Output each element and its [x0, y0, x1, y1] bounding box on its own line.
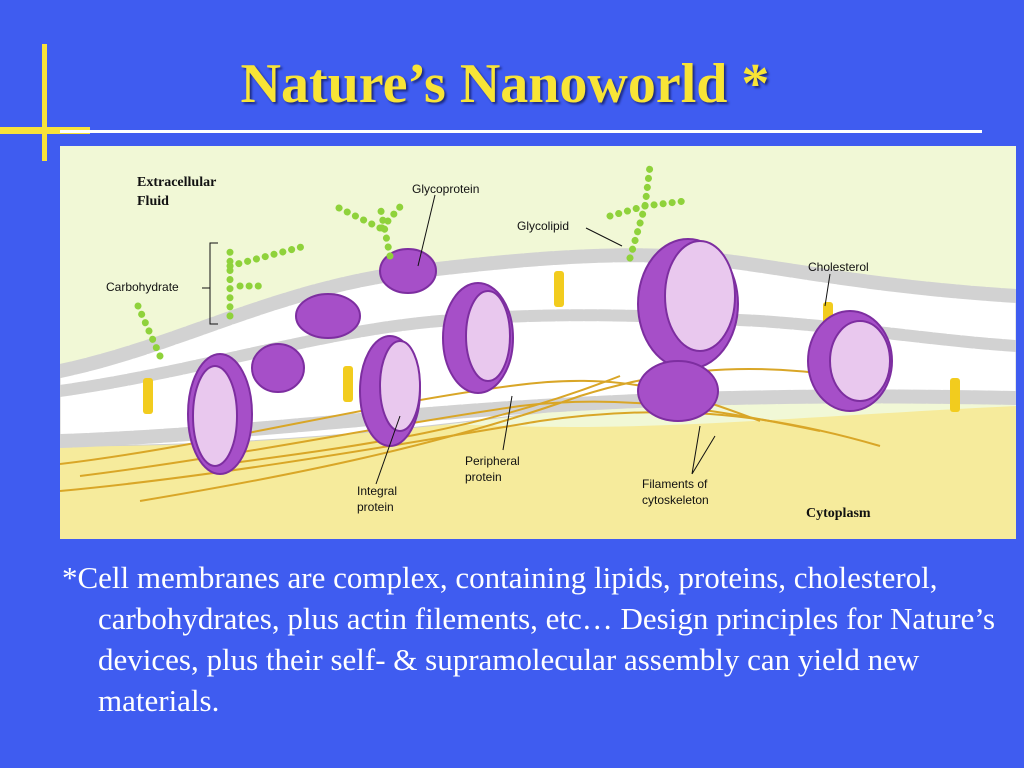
label-peripheral-protein: protein	[465, 470, 502, 484]
cytoplasm-region	[60, 406, 1016, 539]
label-integral: Integral	[357, 484, 397, 498]
leader-lines	[202, 194, 831, 485]
label-cytoskeleton: cytoskeleton	[642, 493, 709, 507]
outer-leaflet-heads-2	[60, 309, 1016, 397]
title-rule	[60, 130, 982, 133]
label-integral-protein: protein	[357, 500, 394, 514]
label-glycolipid: Glycolipid	[517, 219, 569, 233]
label-fluid: Fluid	[137, 194, 169, 209]
label-filaments: Filaments of	[642, 477, 708, 491]
accent-vertical-bar	[42, 44, 47, 161]
label-carbohydrate: Carbohydrate	[106, 280, 179, 294]
accent-horizontal-bar	[0, 127, 90, 134]
carbohydrate-chains	[134, 162, 689, 360]
slide-caption: *Cell membranes are complex, containing …	[62, 560, 996, 718]
outer-leaflet-heads	[60, 248, 1016, 378]
membrane-illustration: Extracellular Fluid Glycoprotein Glycoli…	[60, 162, 1016, 539]
label-glycoprotein: Glycoprotein	[412, 182, 479, 196]
label-cytoplasm: Cytoplasm	[806, 506, 871, 521]
cell-membrane-diagram: Extracellular Fluid Glycoprotein Glycoli…	[60, 146, 1016, 539]
slide-title: Nature’s Nanoworld *	[240, 53, 770, 115]
membrane-proteins	[187, 238, 893, 475]
label-extracellular: Extracellular	[137, 175, 216, 190]
label-peripheral: Peripheral	[465, 454, 520, 468]
label-cholesterol: Cholesterol	[808, 260, 869, 274]
